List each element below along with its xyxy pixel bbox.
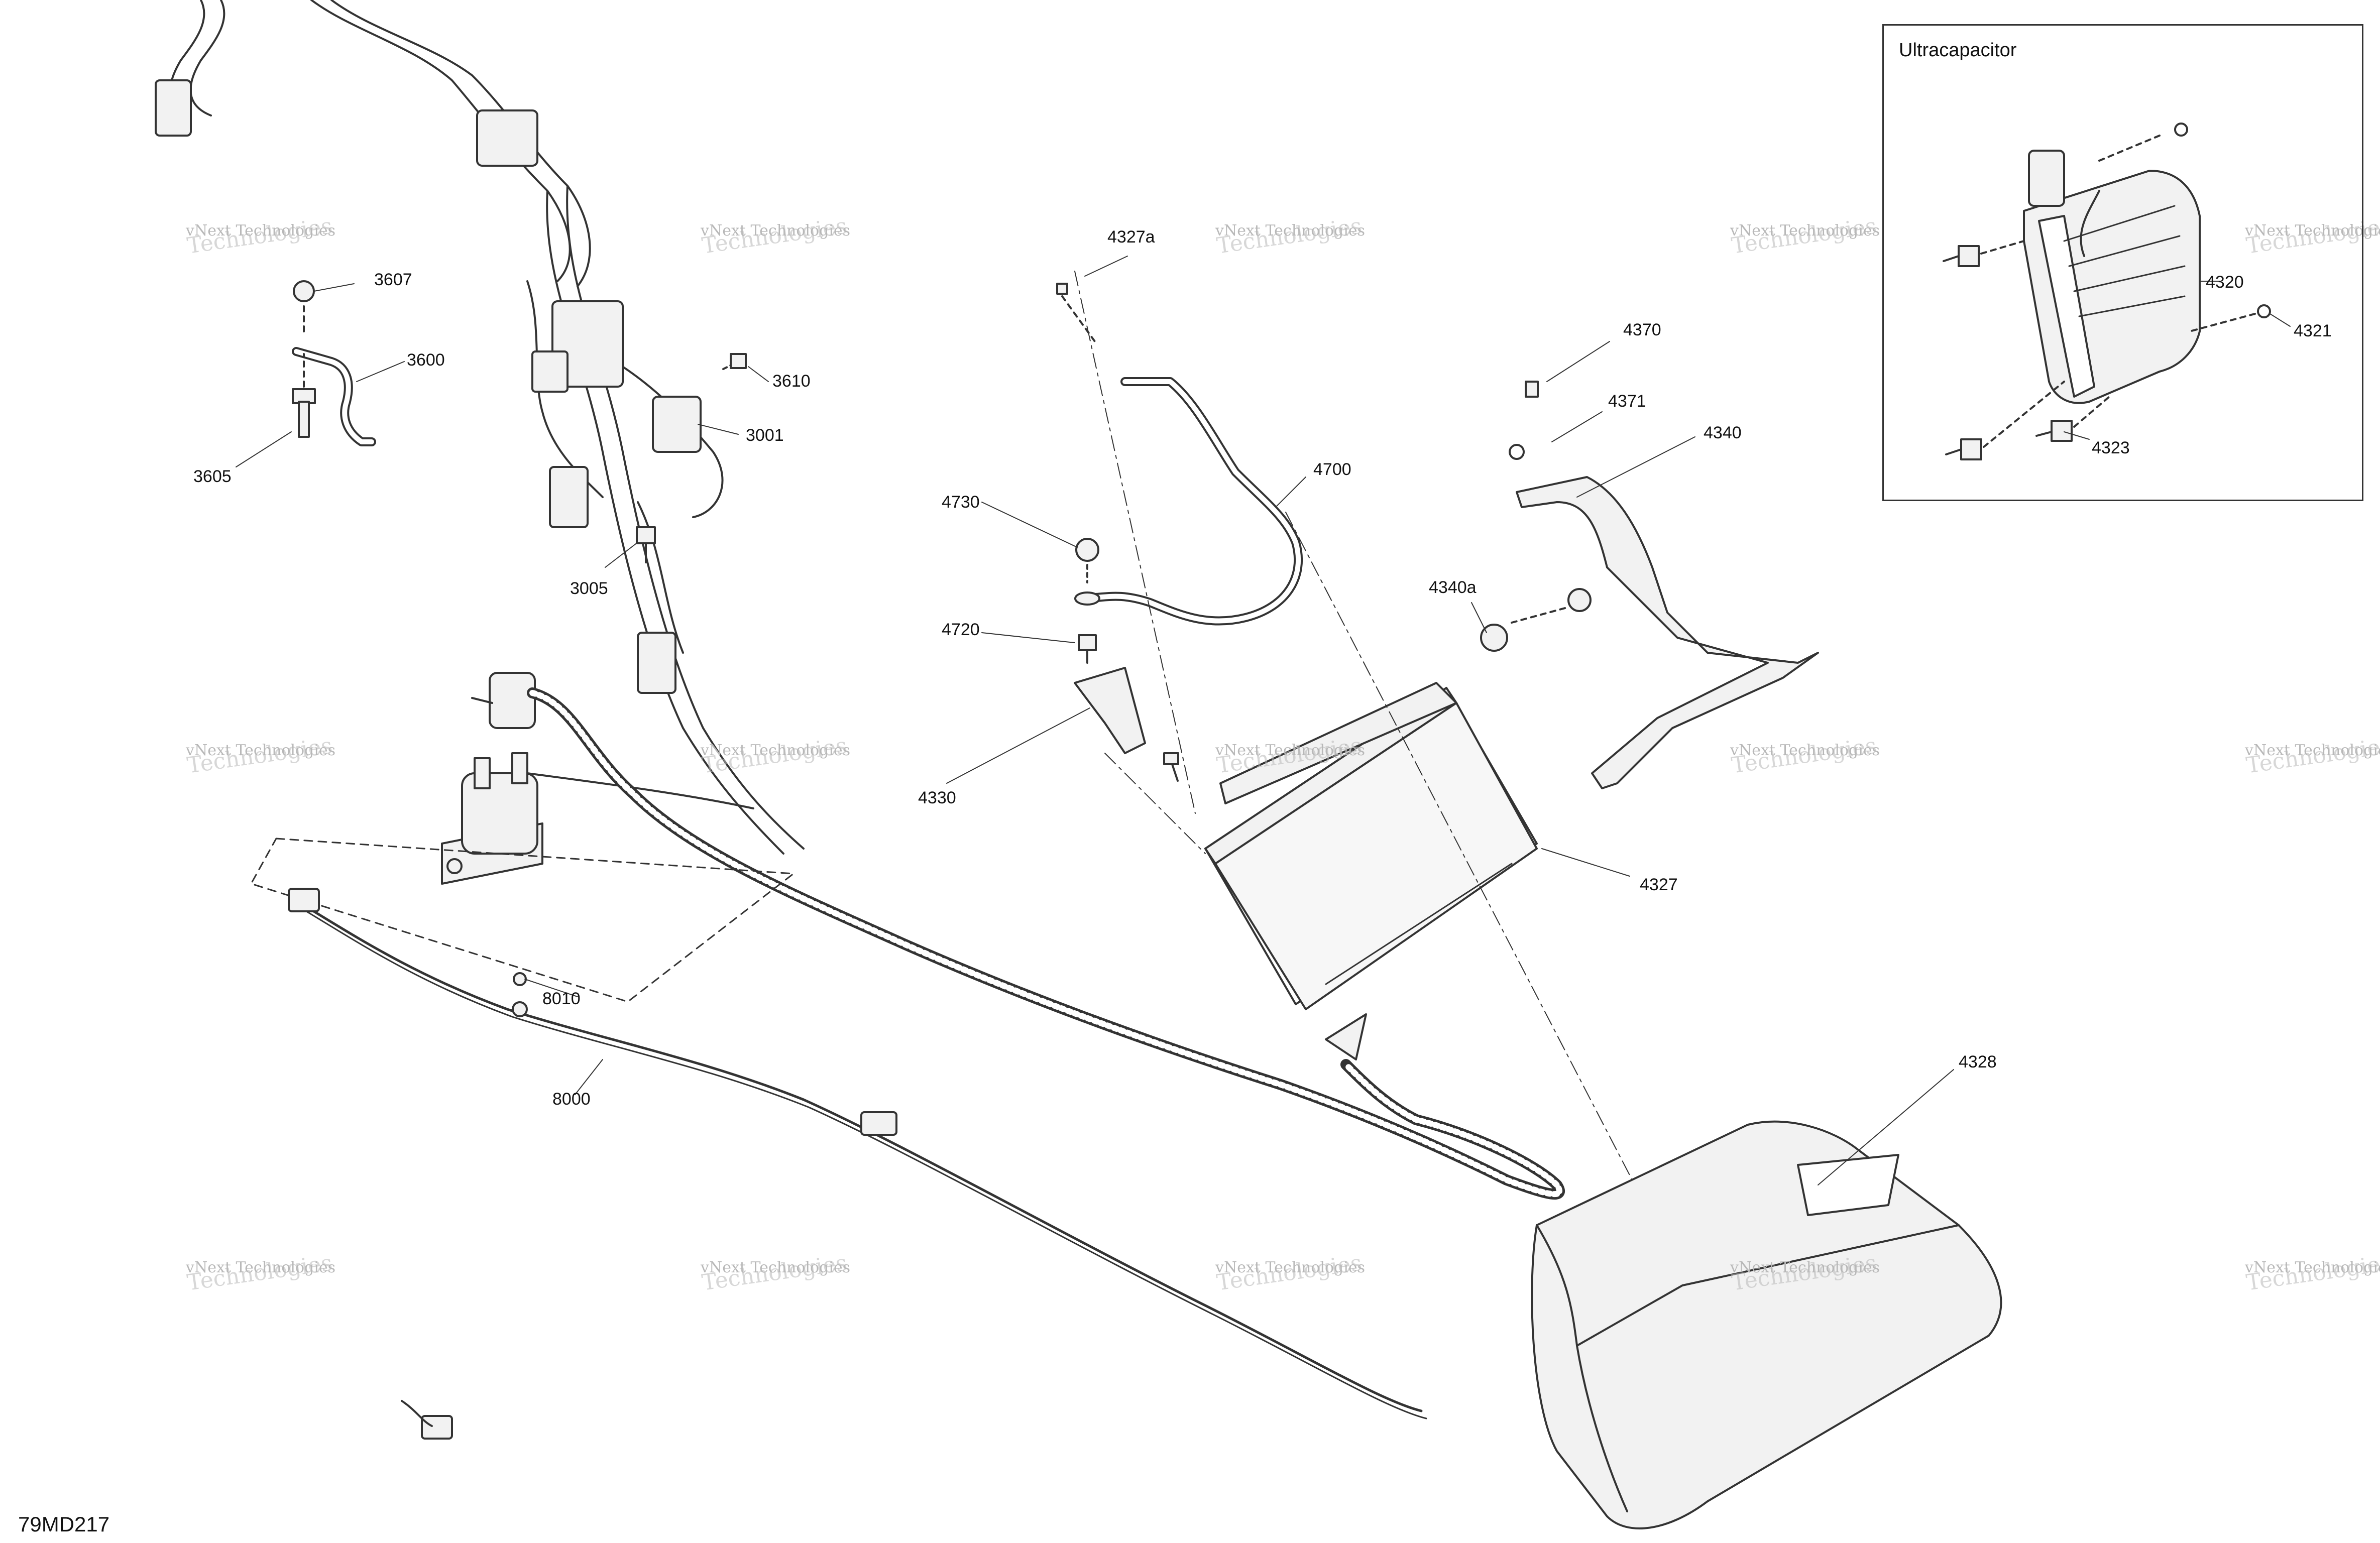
- alignment-lines: [1074, 271, 1633, 1180]
- part-label-4720[interactable]: 4720: [942, 620, 980, 639]
- diagram-code: 79MD217: [18, 1512, 110, 1536]
- leader-lines: [236, 256, 1954, 1185]
- part-label-3001[interactable]: 3001: [746, 426, 784, 445]
- part-label-3605[interactable]: 3605: [193, 467, 232, 486]
- battery: [1204, 682, 1538, 1010]
- ground-strap-assembly: [292, 280, 376, 446]
- harness-bolts: [636, 353, 747, 563]
- part-label-4730[interactable]: 4730: [942, 493, 980, 512]
- battery-cover: [1531, 1120, 2002, 1529]
- part-label-4323[interactable]: 4323: [2092, 438, 2130, 457]
- battery-bracket: [1480, 381, 1819, 789]
- part-label-4700[interactable]: 4700: [1313, 460, 1351, 479]
- part-label-3610[interactable]: 3610: [772, 372, 811, 391]
- ultracapacitor-drawing: [1943, 123, 2291, 460]
- terminal-hardware: [1074, 538, 1179, 782]
- part-label-4340[interactable]: 4340: [1704, 423, 1742, 442]
- battery-main-cable: [527, 687, 1565, 1200]
- part-label-8000[interactable]: 8000: [552, 1090, 591, 1109]
- part-label-4330[interactable]: 4330: [918, 788, 956, 807]
- part-label-3600[interactable]: 3600: [407, 350, 445, 370]
- part-label-4327a[interactable]: 4327a: [1107, 227, 1155, 247]
- inset-title: Ultracapacitor: [1899, 40, 2017, 61]
- part-label-3607[interactable]: 3607: [374, 270, 412, 289]
- part-label-4328[interactable]: 4328: [1959, 1052, 1997, 1072]
- ultracapacitor-inset: Ultracapacitor: [1882, 24, 2363, 501]
- part-label-4370[interactable]: 4370: [1623, 320, 1661, 339]
- main-wiring-harness: [155, 0, 805, 855]
- part-label-4340a[interactable]: 4340a: [1429, 578, 1477, 597]
- routing-outline: [250, 838, 795, 1003]
- battery-cable-4700: [1056, 283, 1303, 626]
- part-label-4320[interactable]: 4320: [2206, 273, 2244, 292]
- part-label-8010[interactable]: 8010: [542, 989, 581, 1008]
- sensor-cable: [288, 888, 1427, 1440]
- part-label-4371[interactable]: 4371: [1608, 392, 1646, 411]
- starter-solenoid: [441, 672, 543, 885]
- part-label-4327[interactable]: 4327: [1640, 875, 1678, 894]
- part-label-3005[interactable]: 3005: [570, 579, 608, 598]
- part-label-4321[interactable]: 4321: [2294, 321, 2332, 340]
